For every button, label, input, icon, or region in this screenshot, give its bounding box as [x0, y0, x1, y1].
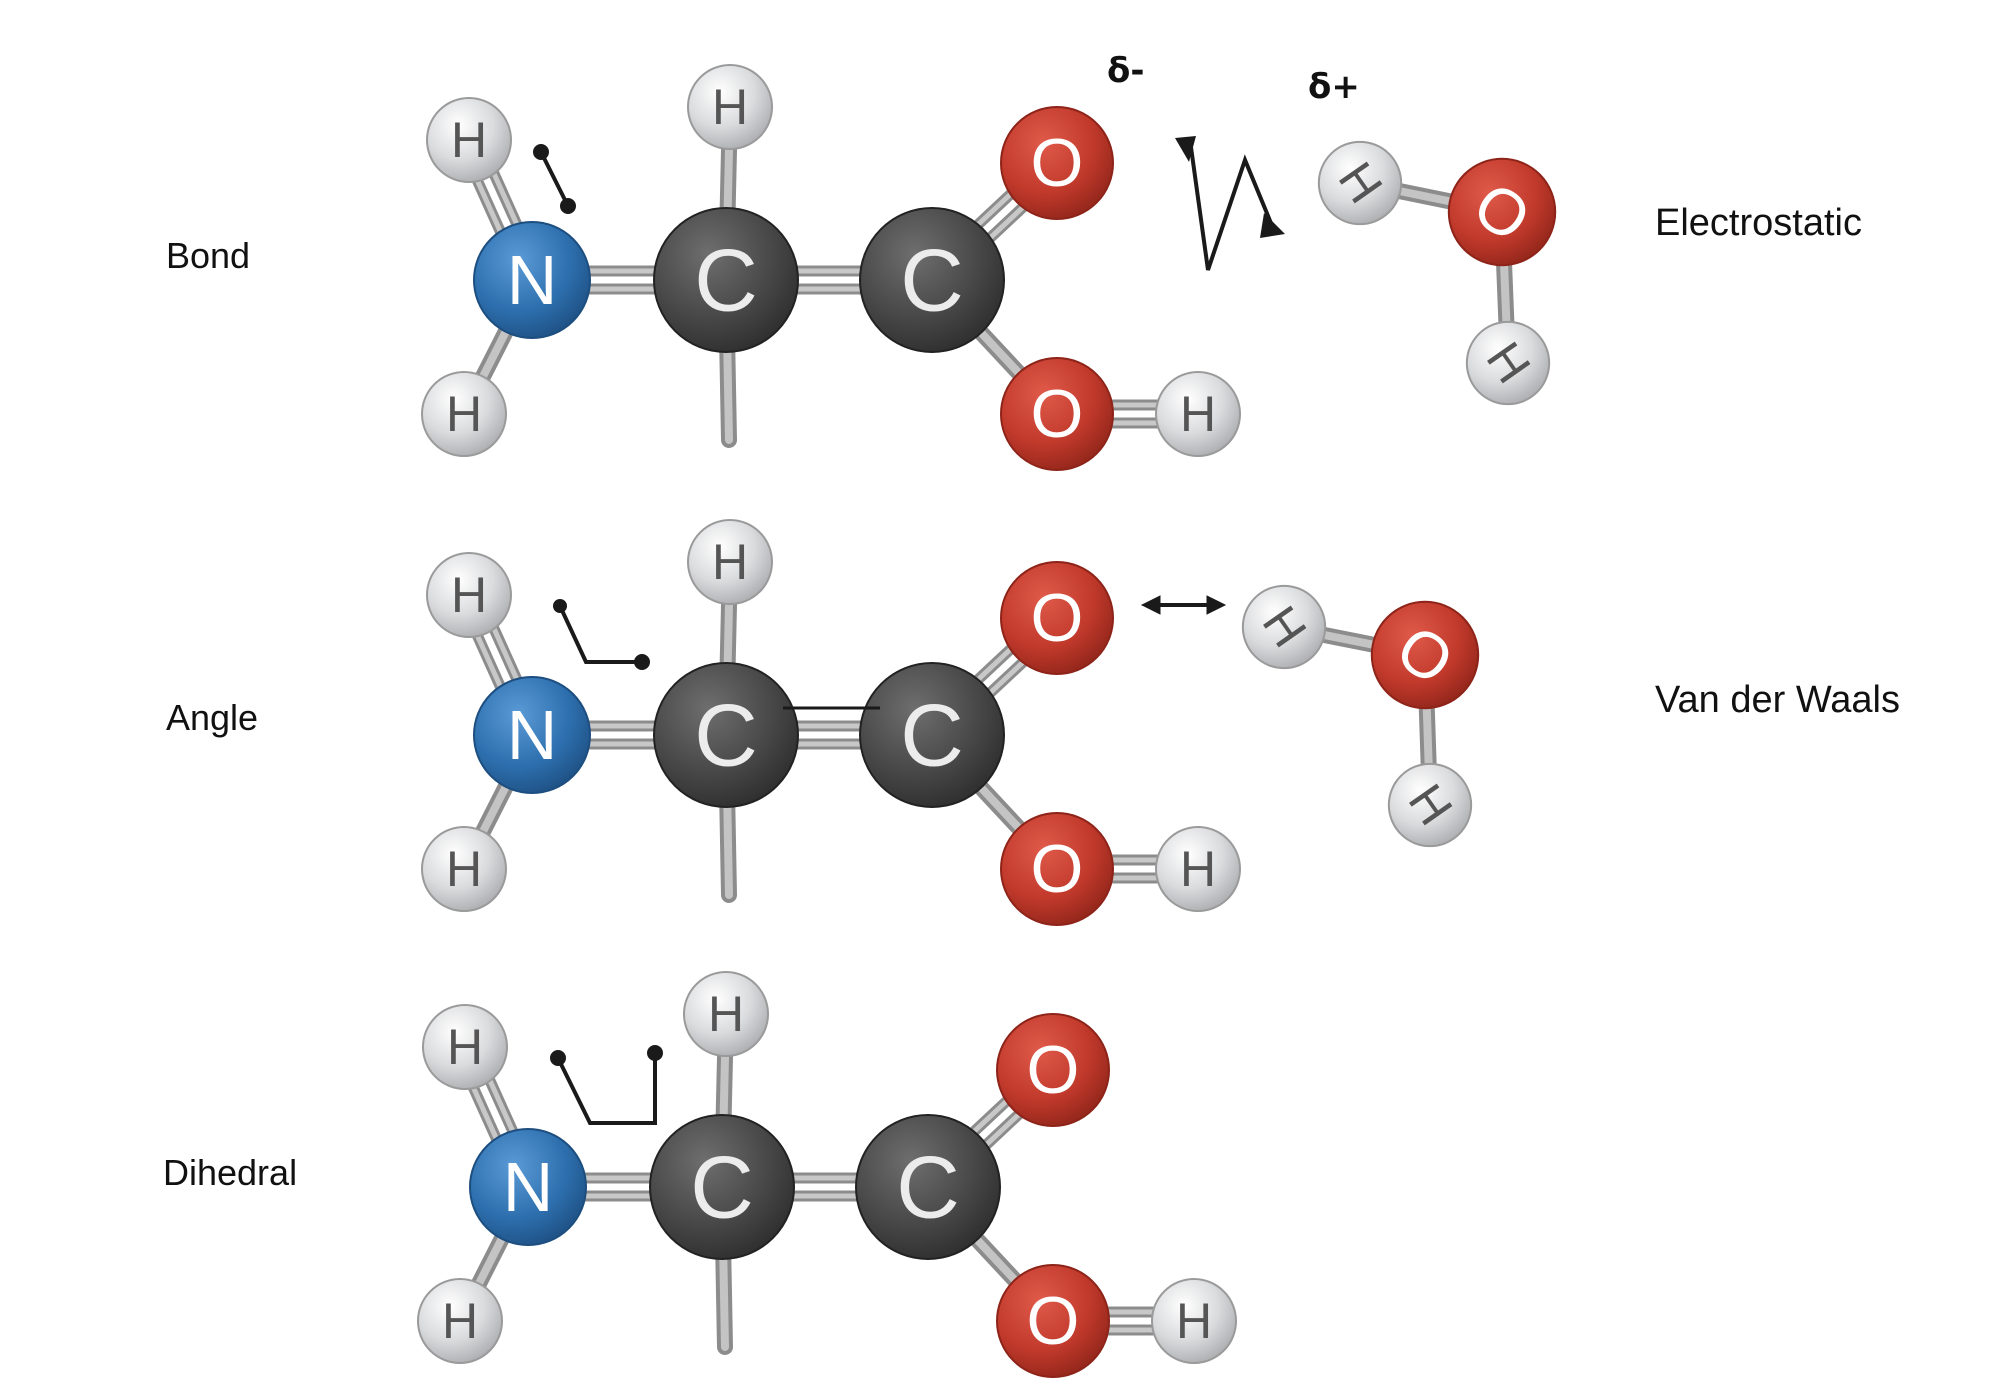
van-der-waals-double-arrow: [1140, 595, 1227, 615]
van-der-waals-label: Van der Waals: [1655, 679, 1900, 721]
hydrogen-atom: H: [687, 519, 773, 605]
hydrogen-atom: H: [422, 1004, 508, 1090]
dihedral-torsion-indicator: [550, 1045, 663, 1125]
hydrogen-symbol: H: [708, 986, 744, 1042]
hydrogen-atom: H: [1465, 320, 1551, 406]
nitrogen-symbol: N: [507, 696, 558, 774]
oxygen-atom: O: [1000, 106, 1114, 220]
oxygen-atom: O: [1000, 812, 1114, 926]
oxygen-atom: O: [1000, 357, 1114, 471]
electrostatic-label: Electrostatic: [1655, 202, 1862, 244]
hydrogen-symbol: H: [1176, 1293, 1212, 1349]
partial-negative-charge-label: δ-: [1107, 51, 1144, 91]
electrostatic-zigzag-indicator: [1175, 136, 1285, 271]
hydrogen-symbol: H: [1180, 841, 1216, 897]
hydrogen-symbol: H: [446, 386, 482, 442]
hydrogen-atom: H: [683, 971, 769, 1057]
carbon-symbol: C: [900, 231, 964, 330]
hydrogen-symbol: H: [451, 567, 487, 623]
hydrogen-atom: H: [421, 826, 507, 912]
oxygen-symbol: O: [1031, 125, 1084, 201]
nitrogen-symbol: N: [503, 1148, 554, 1226]
hydrogen-atom: H: [1151, 1278, 1237, 1364]
carbon-atom: C: [859, 207, 1005, 353]
carbon-atom: C: [649, 1114, 795, 1260]
oxygen-atom: O: [1370, 600, 1480, 710]
angle-bend-indicator: [553, 599, 650, 670]
carbon-atom: C: [653, 207, 799, 353]
hydrogen-symbol: H: [712, 79, 748, 135]
hydrogen-symbol: H: [442, 1293, 478, 1349]
hydrogen-atom: H: [687, 64, 773, 150]
oxygen-atom: O: [1000, 561, 1114, 675]
oxygen-symbol: O: [1027, 1283, 1080, 1359]
carbon-symbol: C: [694, 231, 758, 330]
nitrogen-atom: N: [469, 1128, 587, 1246]
hydrogen-atom: H: [1155, 371, 1241, 457]
hydrogen-atom: H: [426, 552, 512, 638]
hydrogen-atom: H: [421, 371, 507, 457]
hydrogen-symbol: H: [451, 112, 487, 168]
carbon-atom: C: [859, 662, 1005, 808]
oxygen-symbol: O: [1031, 831, 1084, 907]
oxygen-atom: O: [996, 1264, 1110, 1378]
carbon-atom: C: [653, 662, 799, 808]
partial-positive-charge-label: δ+: [1308, 67, 1360, 107]
nitrogen-symbol: N: [507, 241, 558, 319]
bond-label: Bond: [166, 235, 250, 276]
bond-stretch-indicator: [533, 144, 576, 214]
hydrogen-symbol: H: [447, 1019, 483, 1075]
carbon-symbol: C: [896, 1138, 960, 1237]
hydrogen-atom: H: [1387, 762, 1473, 848]
carbon-symbol: C: [900, 686, 964, 785]
carbon-symbol: C: [694, 686, 758, 785]
oxygen-symbol: O: [1027, 1032, 1080, 1108]
carbon-symbol: C: [690, 1138, 754, 1237]
hydrogen-atom: H: [1317, 140, 1403, 226]
hydrogen-symbol: H: [1180, 386, 1216, 442]
oxygen-atom: O: [1447, 157, 1557, 267]
hydrogen-symbol: H: [712, 534, 748, 590]
hydrogen-atom: H: [1241, 584, 1327, 670]
nitrogen-atom: N: [473, 221, 591, 339]
carbon-atom: C: [855, 1114, 1001, 1260]
hydrogen-atom: H: [1155, 826, 1241, 912]
angle-label: Angle: [166, 697, 258, 738]
hydrogen-atom: H: [417, 1278, 503, 1364]
dihedral-label: Dihedral: [163, 1152, 297, 1193]
hydrogen-symbol: H: [446, 841, 482, 897]
nitrogen-atom: N: [473, 676, 591, 794]
oxygen-symbol: O: [1031, 376, 1084, 452]
oxygen-symbol: O: [1031, 580, 1084, 656]
hydrogen-atom: H: [426, 97, 512, 183]
oxygen-atom: O: [996, 1013, 1110, 1127]
